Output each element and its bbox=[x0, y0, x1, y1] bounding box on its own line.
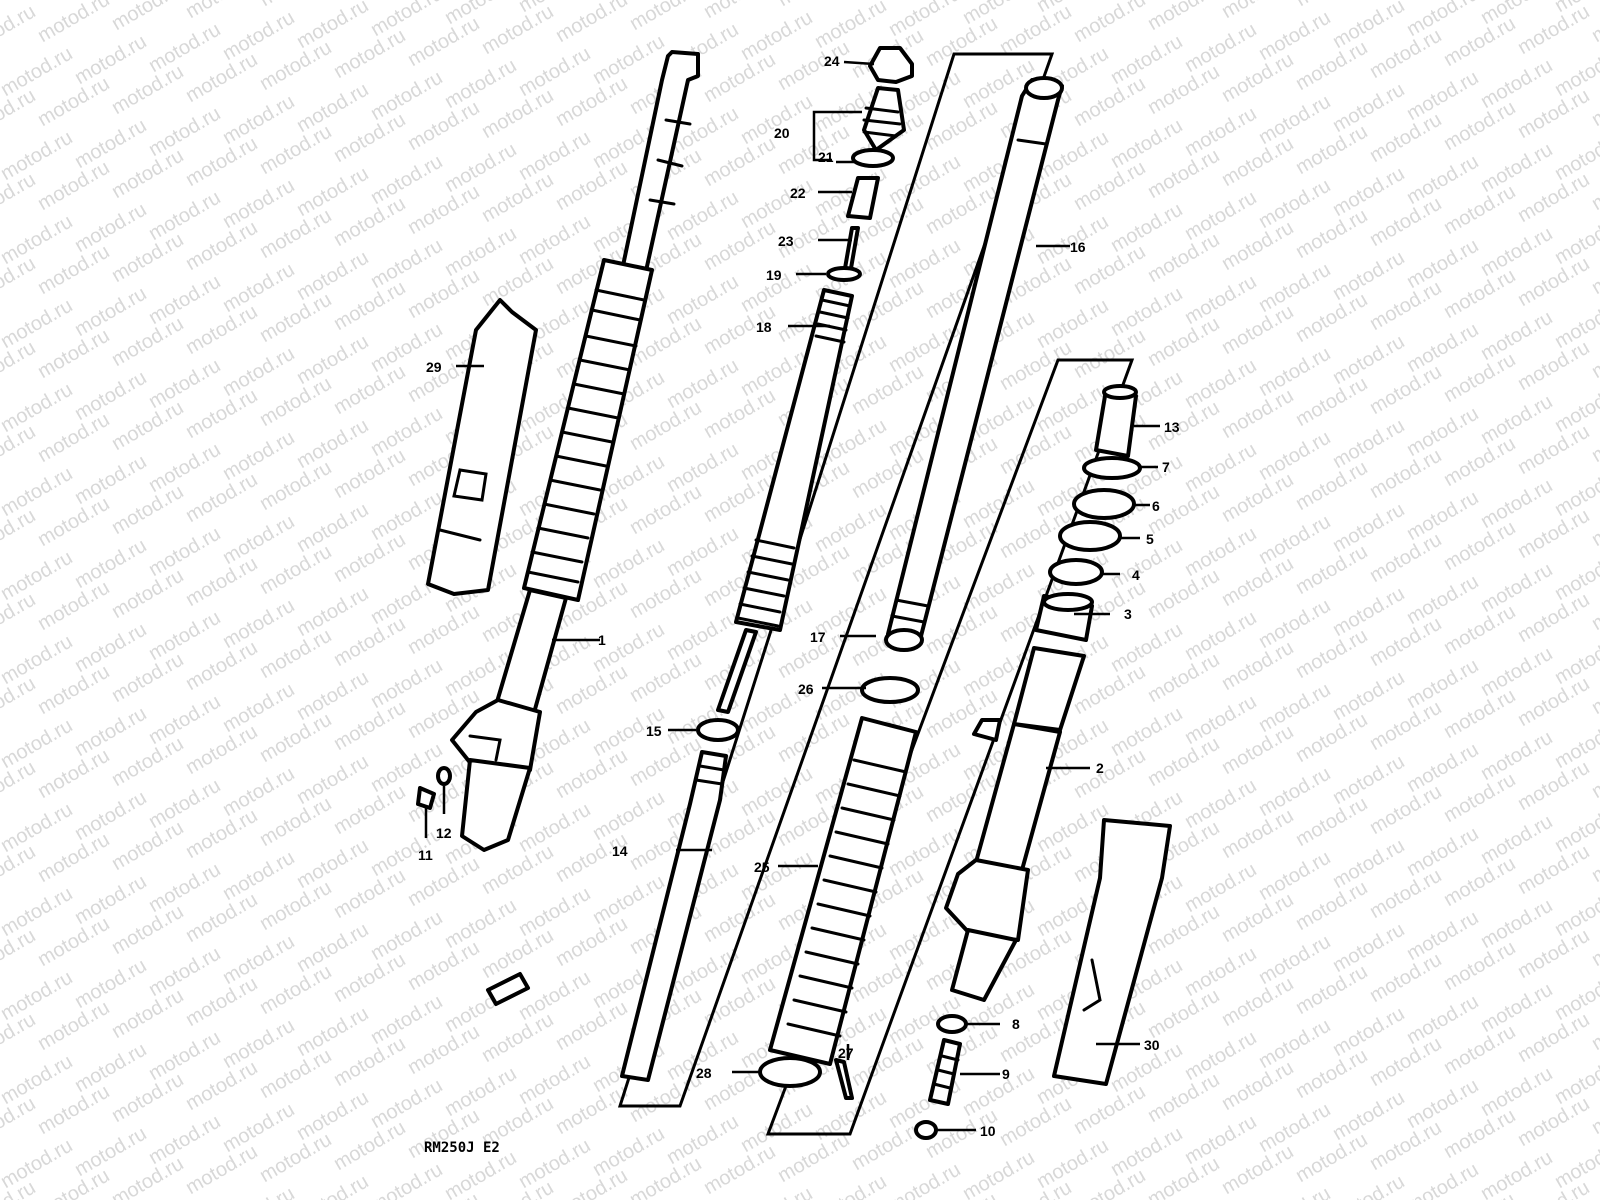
bolt-assy-20 bbox=[851, 86, 906, 168]
callout-28: 28 bbox=[696, 1065, 712, 1081]
fork-guard-left bbox=[426, 298, 538, 596]
callout-22: 22 bbox=[790, 185, 806, 201]
outer-tube-right-2 bbox=[944, 646, 1086, 1002]
diagram-code: RM250J E2 bbox=[424, 1140, 500, 1156]
leader-lines bbox=[456, 60, 1160, 1132]
bushing-17 bbox=[884, 628, 924, 652]
callout-29: 29 bbox=[426, 359, 442, 375]
callout-25: 25 bbox=[754, 859, 770, 875]
oil-seal-6 bbox=[1072, 488, 1136, 520]
callout-6: 6 bbox=[1152, 498, 1160, 514]
callout-23: 23 bbox=[778, 233, 794, 249]
callout-9: 9 bbox=[1002, 1066, 1010, 1082]
callout-17: 17 bbox=[810, 629, 826, 645]
callout-18: 18 bbox=[756, 319, 772, 335]
callout-21: 21 bbox=[818, 149, 834, 165]
callout-14: 14 bbox=[612, 843, 628, 859]
callout-26: 26 bbox=[798, 681, 814, 697]
retainer-5 bbox=[1058, 520, 1122, 552]
callout-16: 16 bbox=[1070, 239, 1086, 255]
ring-15 bbox=[696, 718, 740, 742]
stopper-ring-7 bbox=[1082, 456, 1142, 480]
callout-19: 19 bbox=[766, 267, 782, 283]
callout-30: 30 bbox=[1144, 1037, 1160, 1053]
washer-10 bbox=[914, 1120, 938, 1140]
collar-22 bbox=[846, 176, 880, 220]
callout-8: 8 bbox=[1012, 1016, 1020, 1032]
callout-24: 24 bbox=[824, 53, 840, 69]
fork-guard-right bbox=[1052, 818, 1172, 1086]
cap-24 bbox=[868, 46, 914, 84]
bushing-3 bbox=[1034, 592, 1094, 642]
washer-12 bbox=[436, 766, 452, 814]
callout-15: 15 bbox=[646, 723, 662, 739]
callout-3: 3 bbox=[1124, 606, 1132, 622]
cylinder-14 bbox=[620, 750, 728, 1082]
gasket-8 bbox=[936, 1014, 968, 1034]
callout-4: 4 bbox=[1132, 567, 1140, 583]
callout-2: 2 bbox=[1096, 760, 1104, 776]
bolt-9 bbox=[928, 1038, 962, 1106]
clamp-28 bbox=[758, 1056, 822, 1088]
spacer-13 bbox=[1094, 384, 1138, 458]
spring-18 bbox=[734, 288, 854, 632]
callout-10: 10 bbox=[980, 1123, 996, 1139]
callout-1: 1 bbox=[598, 632, 606, 648]
nut-19 bbox=[826, 266, 862, 282]
inner-tube-16 bbox=[886, 76, 1064, 642]
bushing-4 bbox=[1048, 558, 1104, 586]
fork-boot-25 bbox=[768, 716, 918, 1066]
clamp-26 bbox=[860, 676, 920, 704]
callout-12: 12 bbox=[436, 825, 452, 841]
inner-assembly-frame bbox=[617, 52, 1055, 1108]
outer-tube-left bbox=[450, 50, 700, 852]
callout-27: 27 bbox=[838, 1045, 854, 1061]
bolt-11 bbox=[416, 786, 436, 838]
front-arrow-icon bbox=[486, 972, 530, 1006]
callout-7: 7 bbox=[1162, 459, 1170, 475]
callout-11: 11 bbox=[418, 847, 433, 863]
damper-rod-spring bbox=[716, 628, 758, 714]
callout-5: 5 bbox=[1146, 531, 1154, 547]
screw-27 bbox=[834, 1058, 854, 1100]
callout-13: 13 bbox=[1164, 419, 1180, 435]
callout-20: 20 bbox=[774, 125, 790, 141]
